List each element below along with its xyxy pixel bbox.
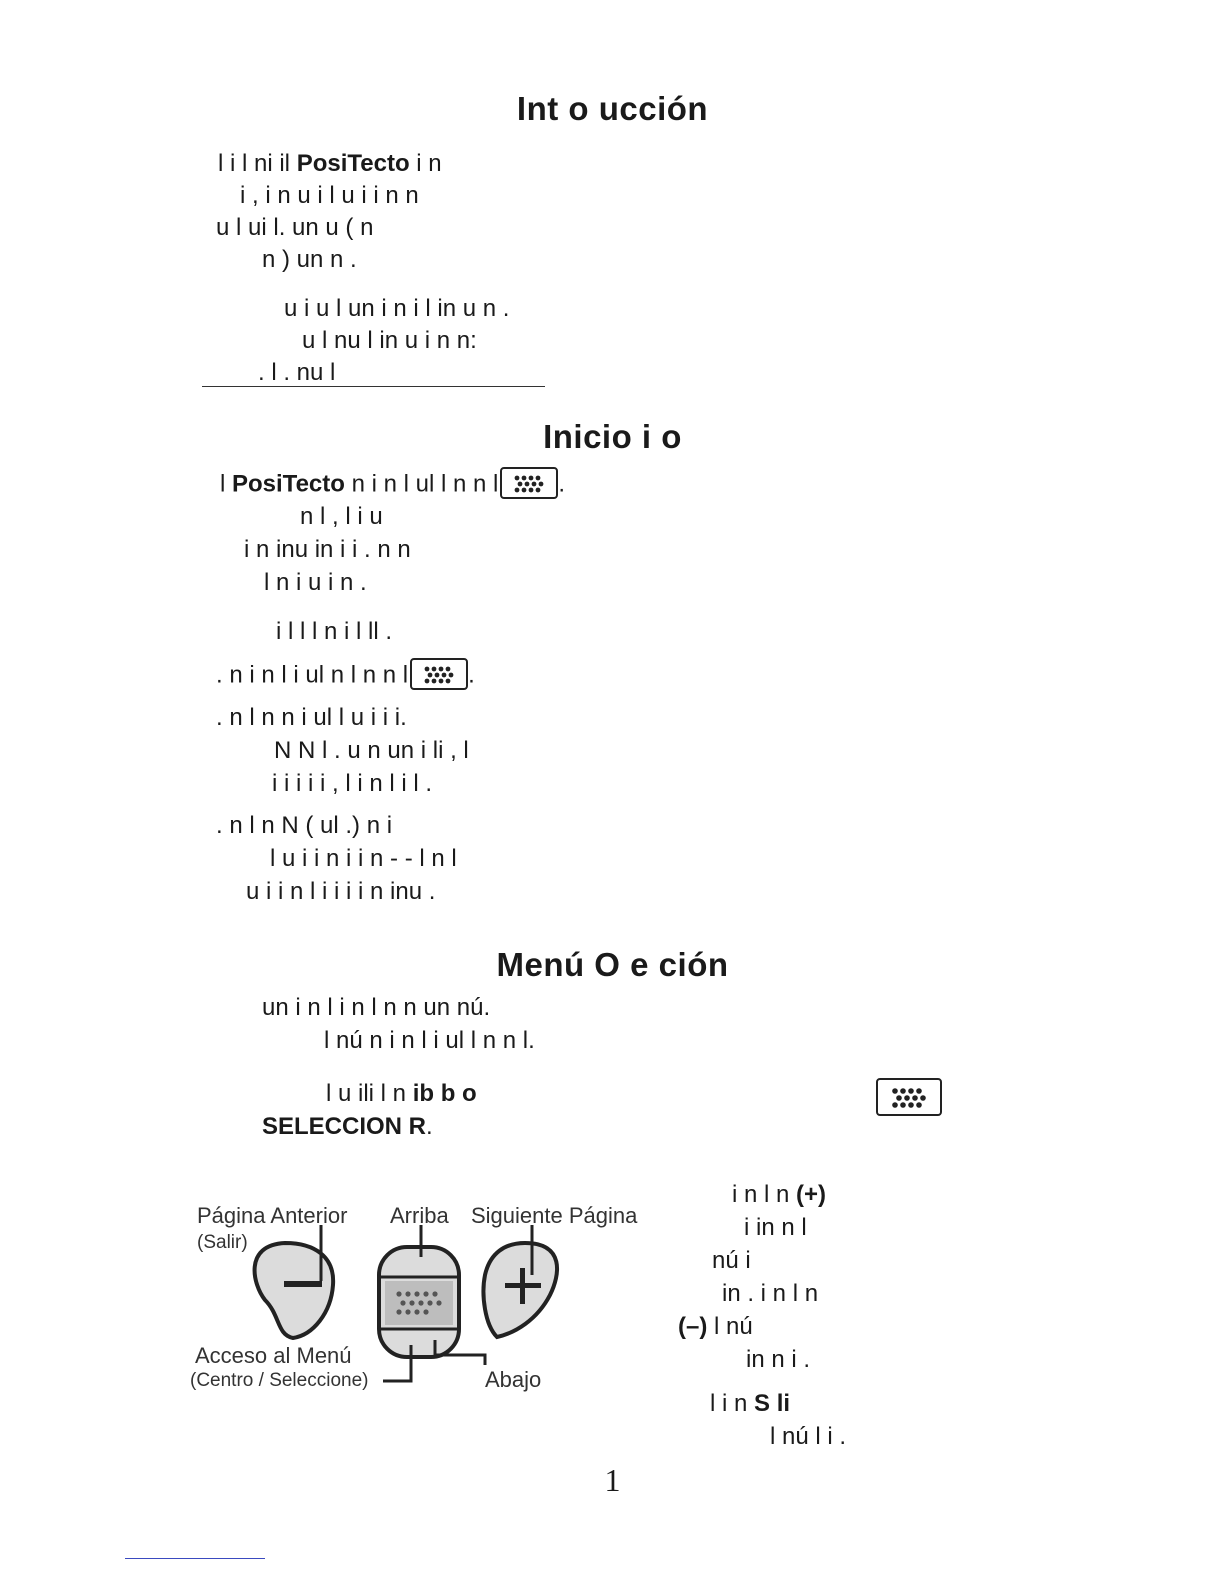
intro-line-1: l i l ni il PosiTecto i n <box>218 150 442 177</box>
side-line-2: i in n l <box>744 1214 807 1241</box>
manual-link[interactable]: . l . nu l <box>258 359 336 386</box>
label-prev-page: Página Anterior <box>197 1203 348 1228</box>
start-line-9: i i i i i , l i n l i l . <box>272 770 433 797</box>
label-menu-access: Acceso al Menú <box>195 1343 352 1368</box>
label-menu-sub: (Centro / Seleccione) <box>190 1370 369 1391</box>
menu-line-4: SELECCION R. <box>262 1113 433 1140</box>
start-step-2: . n l n n i ul l u i i i. <box>216 704 407 731</box>
label-up: Arriba <box>390 1203 449 1228</box>
side-line-1: i n l n (+) <box>732 1181 827 1208</box>
intro-line-5: u i u l un i n i l in u n . <box>284 295 510 322</box>
center-button-icon <box>410 658 469 690</box>
start-line-2: n l , l i u <box>300 503 383 530</box>
intro-line-2: i , i n u i l u i i n n <box>240 182 419 209</box>
menu-line-3: l u ili l n ib b o <box>326 1080 477 1107</box>
link-underline <box>202 386 545 387</box>
start-line-8: N N l . u n un i li , l <box>274 737 469 764</box>
start-line-4: l n i u i n . <box>264 569 367 596</box>
side-line-3: nú i <box>712 1247 751 1274</box>
label-prev-sub: (Salir) <box>197 1232 248 1253</box>
center-button-icon <box>500 467 559 499</box>
start-line-11: l u i i n i i n - - l n l <box>270 845 457 872</box>
start-line-3: i n inu in i i . n n <box>244 536 411 563</box>
side-line-6: in n i . <box>746 1346 811 1373</box>
heading-inicio: Inicio i o <box>543 418 682 455</box>
menu-line-1: un i n l i n l n n un nú. <box>262 994 491 1021</box>
intro-line-6: u l nu l in u i n n: <box>302 327 477 354</box>
footnote-rule <box>125 1558 265 1559</box>
intro-line-4: n ) un n . <box>262 246 357 273</box>
page-number: 1 <box>604 1462 621 1498</box>
brand-positector: PosiTecto <box>296 150 410 177</box>
side-line-5: (–) l nú <box>678 1313 753 1340</box>
label-next-page: Siguiente Página <box>471 1203 638 1228</box>
label-down: Abajo <box>485 1367 542 1392</box>
side-line-7: l i n S li <box>710 1390 791 1417</box>
heading-menu-operacion: Menú O e ción <box>496 946 729 983</box>
start-step-1: . n i n l i ul n l n n l. <box>216 658 475 692</box>
minus-key-shape <box>252 1240 336 1341</box>
heading-introduccion: Int o ucción <box>516 90 709 127</box>
side-line-4: in . i n l n <box>722 1280 819 1307</box>
button-diagram: Página Anterior (Salir) Arriba Siguiente… <box>185 1195 665 1405</box>
menu-line-2: l nú n i n l i ul l n n l. <box>324 1027 535 1054</box>
start-line-1: l PosiTecto n i n l ul l n n l. <box>220 467 565 501</box>
center-button-icon <box>876 1078 942 1116</box>
start-line-5: i l l l n i l ll . <box>276 618 393 645</box>
keypad-illustration <box>252 1225 560 1383</box>
brand-positector: PosiTecto <box>232 470 345 498</box>
start-step-3: . n l n N ( ul .) n i <box>216 812 393 839</box>
intro-line-3: u l ui l. un u ( n <box>216 214 374 241</box>
side-line-8: l nú l i . <box>770 1423 847 1450</box>
start-line-12: u i i n l i i i i n inu . <box>246 878 436 905</box>
